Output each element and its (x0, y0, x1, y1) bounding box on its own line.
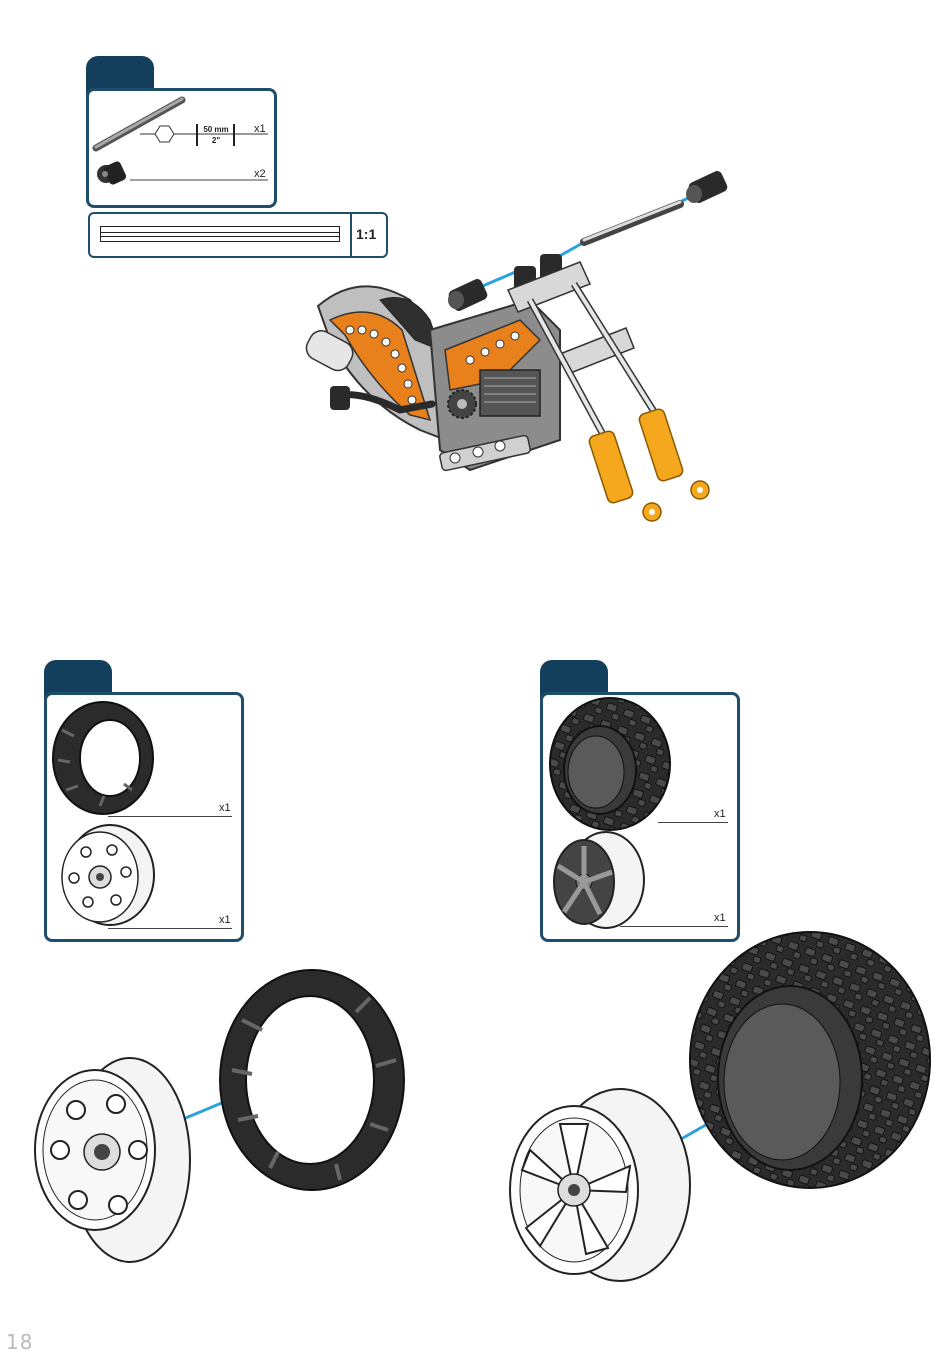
page-number: 18 (6, 1330, 33, 1354)
tyre-knobby-part-icon (550, 698, 670, 830)
tyre-smooth-part-icon (53, 702, 153, 814)
rim-six-hole-part-icon (62, 825, 154, 925)
tyre-knobby-large-icon (690, 932, 930, 1188)
tyre-smooth-large-icon (220, 970, 404, 1190)
rim-five-spoke-large-icon (510, 1089, 690, 1281)
rim-five-spoke-part-icon (554, 832, 644, 928)
rim-six-hole-large-icon (35, 1058, 190, 1262)
